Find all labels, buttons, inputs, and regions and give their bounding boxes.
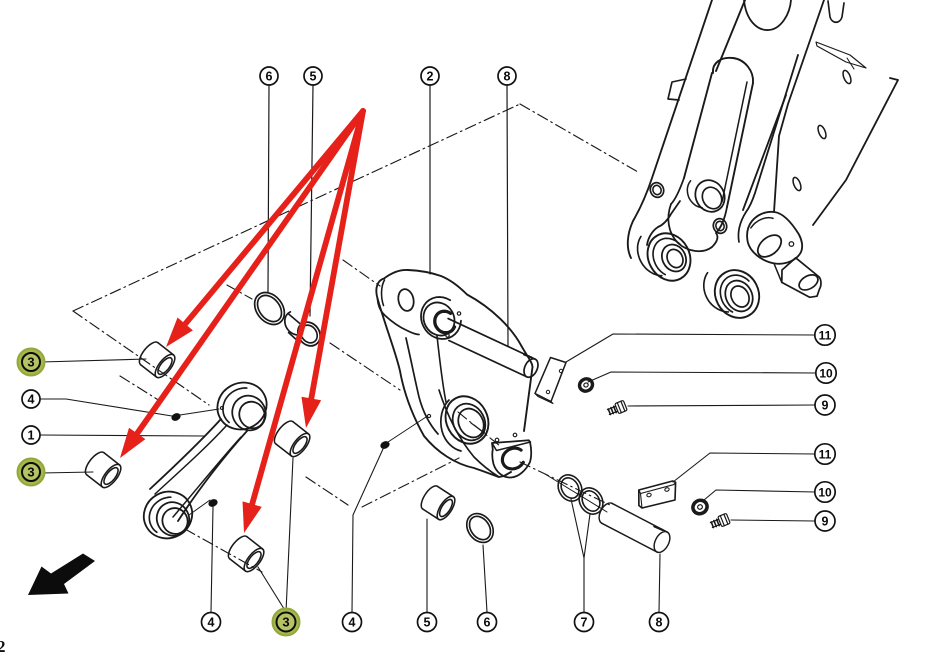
svg-text:6: 6 bbox=[484, 616, 491, 630]
svg-text:7: 7 bbox=[581, 616, 588, 630]
svg-text:5: 5 bbox=[424, 616, 431, 630]
svg-text:11: 11 bbox=[819, 328, 832, 342]
svg-text:3: 3 bbox=[282, 615, 289, 630]
svg-text:10: 10 bbox=[819, 366, 833, 380]
svg-text:5: 5 bbox=[310, 70, 317, 84]
svg-text:2: 2 bbox=[0, 637, 6, 656]
svg-text:6: 6 bbox=[266, 70, 273, 84]
svg-text:3: 3 bbox=[27, 465, 34, 480]
svg-text:3: 3 bbox=[27, 355, 34, 370]
svg-text:9: 9 bbox=[822, 399, 829, 413]
svg-text:4: 4 bbox=[208, 616, 215, 630]
svg-text:8: 8 bbox=[656, 616, 663, 630]
svg-text:8: 8 bbox=[504, 70, 511, 84]
svg-text:11: 11 bbox=[819, 447, 832, 461]
svg-text:4: 4 bbox=[349, 616, 356, 630]
svg-text:4: 4 bbox=[28, 393, 35, 407]
svg-text:1: 1 bbox=[28, 429, 35, 443]
svg-text:2: 2 bbox=[427, 70, 434, 84]
svg-text:10: 10 bbox=[818, 485, 832, 499]
svg-text:9: 9 bbox=[822, 515, 829, 529]
